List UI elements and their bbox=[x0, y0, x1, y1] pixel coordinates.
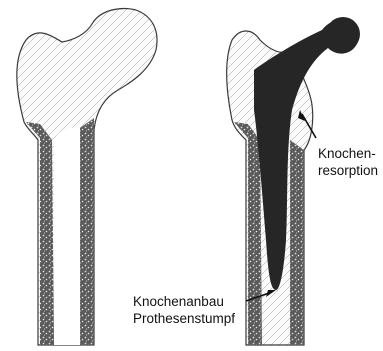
natural-femur-canal bbox=[54, 128, 80, 346]
prosthesis-femur bbox=[227, 17, 360, 345]
natural-femur-cortex-left bbox=[26, 122, 54, 345]
label-bone-formation: Knochenanbau Prothesenstumpf bbox=[133, 293, 235, 327]
prosthesis-cortex-left bbox=[234, 122, 262, 345]
natural-femur-cortex-right bbox=[80, 118, 94, 345]
prosthesis-head[interactable] bbox=[326, 17, 360, 51]
label-bone-formation-line-2: Prothesenstumpf bbox=[133, 310, 235, 327]
label-bone-resorption-line-1: Knochen- bbox=[318, 145, 378, 162]
label-bone-formation-line-1: Knochenanbau bbox=[133, 293, 235, 310]
prosthesis-cortex-right bbox=[290, 140, 304, 345]
label-bone-resorption: Knochen- resorption bbox=[318, 145, 378, 179]
label-bone-resorption-line-2: resorption bbox=[318, 162, 378, 179]
